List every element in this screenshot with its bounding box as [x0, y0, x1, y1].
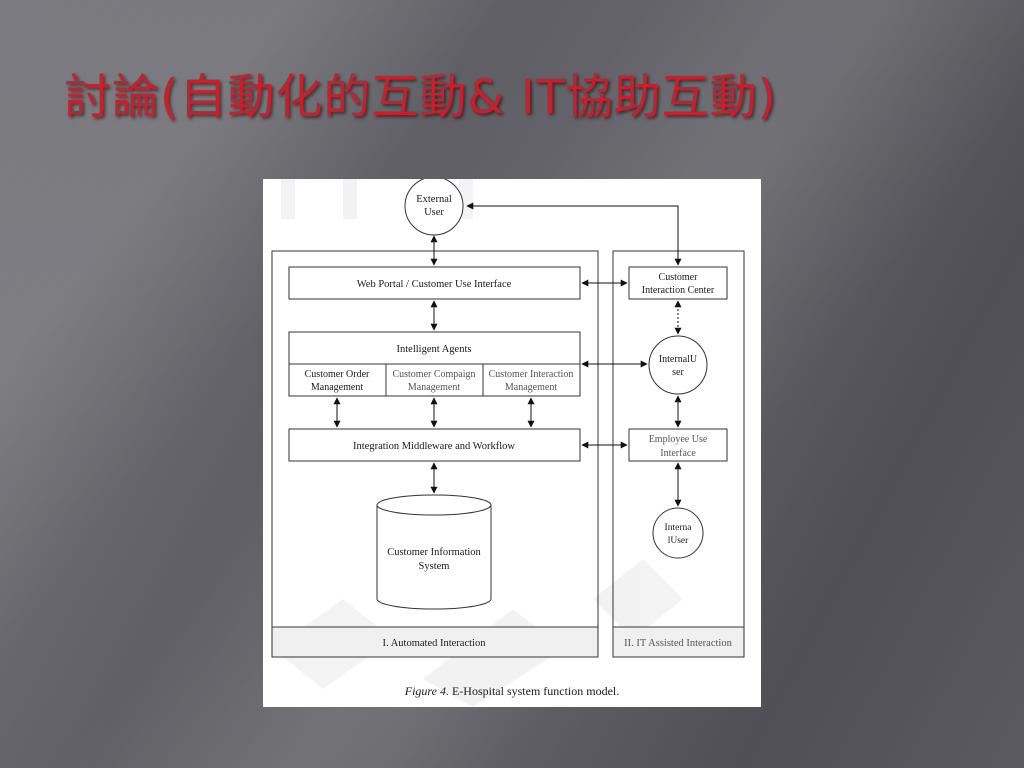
campaign-mgmt-box — [385, 363, 484, 397]
web-portal-box — [288, 266, 581, 300]
order-mgmt-label-1: Customer Order — [305, 369, 370, 380]
campaign-mgmt-label-1: Customer Compaign — [392, 369, 475, 380]
function-model-diagram: External User Web Portal / Customer Use … — [271, 179, 745, 707]
function-model-figure: External User Web Portal / Customer Use … — [263, 179, 761, 707]
order-mgmt-label-2: Management — [311, 382, 363, 393]
middleware-box — [288, 428, 581, 462]
internal-user-1-label-2: ser — [672, 367, 684, 378]
internal-user-node-2 — [652, 507, 704, 559]
arrow-external-center — [466, 202, 682, 266]
external-user-node — [404, 179, 464, 236]
external-user-label-2: User — [424, 207, 444, 218]
cis-label-2: System — [419, 561, 450, 572]
employee-ui-label-2: Interface — [660, 448, 696, 459]
interaction-center-label-2: Interaction Center — [642, 285, 715, 296]
internal-user-1-label-1: InternalU — [659, 354, 698, 365]
internal-user-node-1 — [648, 335, 708, 395]
slide-title: 討論(自動化的互動& IT協助互動) — [64, 70, 777, 125]
customer-information-system-node — [376, 494, 492, 610]
internal-user-2-label-1: Interna — [665, 523, 693, 533]
intelligent-agents-label: Intelligent Agents — [397, 344, 472, 355]
external-user-label-1: External — [416, 194, 452, 205]
internal-user-2-label-2: lUser — [668, 536, 689, 546]
automated-footer — [271, 626, 599, 658]
cis-label-1: Customer Information — [387, 547, 481, 558]
interaction-mgmt-label-1: Customer Interaction — [489, 369, 574, 380]
employee-ui-label-1: Employee Use — [649, 434, 708, 445]
caption-prefix: Figure 4. — [404, 684, 449, 698]
middleware-label: Integration Middleware and Workflow — [353, 441, 515, 452]
campaign-mgmt-label-2: Management — [408, 382, 460, 393]
employee-ui-box — [628, 428, 728, 462]
interaction-center-box — [628, 266, 728, 300]
it-assisted-interaction-label: II. IT Assisted Interaction — [624, 638, 732, 649]
automated-interaction-label: I. Automated Interaction — [383, 638, 487, 649]
connectors — [333, 202, 682, 507]
order-mgmt-box — [288, 363, 387, 397]
interaction-mgmt-box — [482, 363, 581, 397]
web-portal-label: Web Portal / Customer Use Interface — [357, 279, 512, 290]
interaction-center-label-1: Customer — [659, 272, 699, 283]
it-assisted-footer — [612, 626, 745, 658]
interaction-mgmt-label-2: Management — [505, 382, 557, 393]
figure-caption: Figure 4. E-Hospital system function mod… — [404, 684, 620, 698]
caption-text: E-Hospital system function model. — [449, 684, 619, 698]
